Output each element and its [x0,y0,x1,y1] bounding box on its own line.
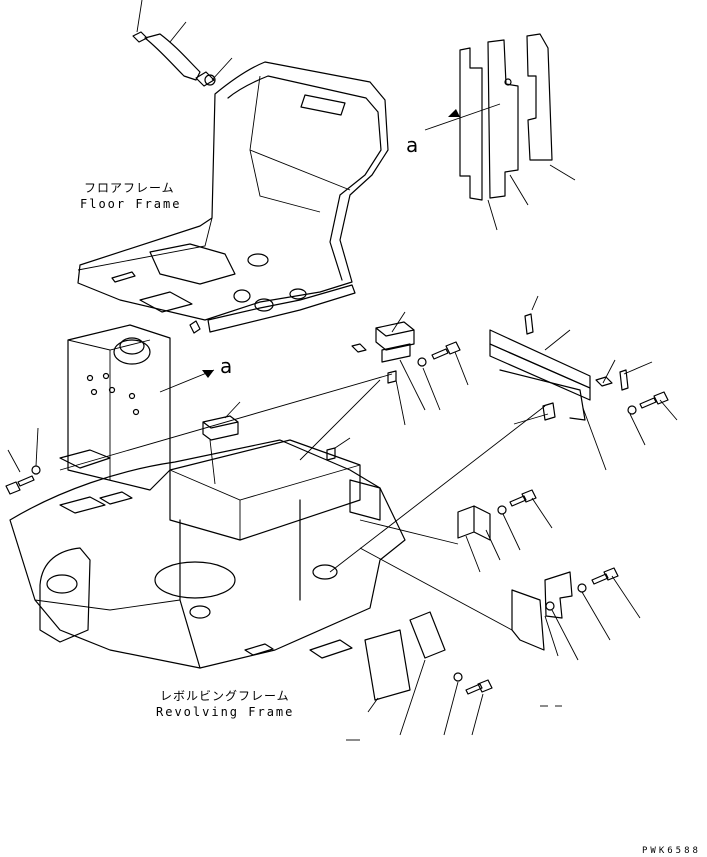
leader-lines [7,0,678,741]
bolts-left [5,465,41,495]
drawing-code: PWK6588 [642,846,701,856]
floor-frame-label-en: Floor Frame [80,197,181,211]
view-arrow-top [424,103,501,131]
revolving-frame-label-jp: レボルビングフレーム [160,689,290,703]
view-label-a-mid: a [220,354,232,378]
floor-frame [77,61,389,334]
revolving-frame [9,439,406,669]
revolving-frame-label-en: Revolving Frame [156,705,294,719]
mount-rail-right [489,313,669,421]
hose-assembly [132,31,216,87]
view-arrow-mid [159,369,215,393]
brackets-lower-right [364,489,619,701]
view-label-a-top: a [406,133,418,157]
side-panels [459,33,553,201]
mount-blocks-center [202,321,461,461]
floor-frame-label-jp: フロアフレーム [84,181,175,195]
